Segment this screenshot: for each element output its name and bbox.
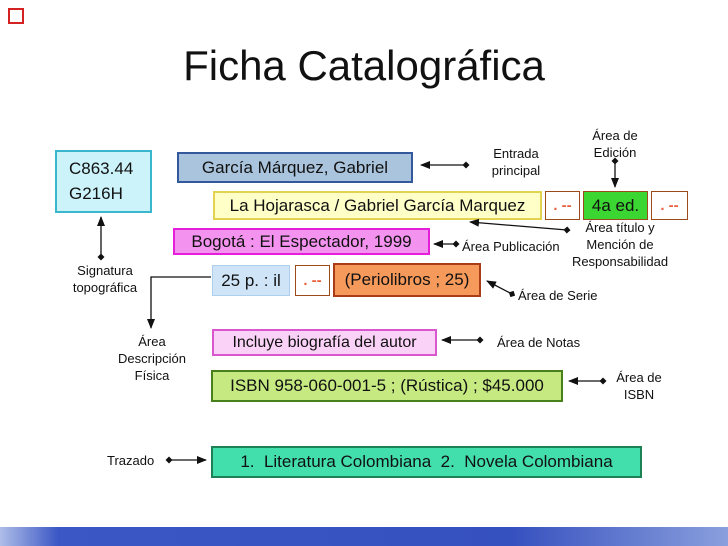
call-number-line1: C863.44 (69, 158, 134, 178)
label-area-serie: Área de Serie (518, 288, 598, 303)
tracing-box: 1. Literatura Colombiana 2. Novela Colom… (211, 446, 642, 478)
label-area-publicacion: Área Publicación (462, 239, 560, 254)
call-number-box: C863.44 G216H (55, 150, 152, 213)
tracing-text: 1. Literatura Colombiana 2. Novela Colom… (240, 452, 613, 471)
label-trazado: Trazado (107, 453, 155, 468)
arrow-area-serie (486, 280, 516, 298)
notes-text: Incluye biografía del autor (232, 333, 417, 351)
label-signatura: Signatura topográfica (72, 263, 138, 295)
series-text: (Periolibros ; 25) (344, 270, 470, 289)
main-entry-text: García Márquez, Gabriel (201, 157, 389, 177)
main-entry-box: García Márquez, Gabriel (177, 152, 413, 183)
slide-bottom-bar (0, 527, 728, 546)
physical-description-box: 25 p. : il (212, 265, 290, 296)
physical-description-text: 25 p. : il (221, 270, 281, 290)
publication-box: Bogotá : El Espectador, 1999 (173, 228, 430, 255)
publication-text: Bogotá : El Espectador, 1999 (191, 231, 412, 251)
separator1-box: . -- (545, 191, 580, 220)
page-title: Ficha Catalográfica (183, 42, 545, 89)
title-statement-text: La Hojarasca / Gabriel García Marquez (229, 195, 526, 215)
title-statement-box: La Hojarasca / Gabriel García Marquez (213, 191, 542, 220)
slide-corner-marker (8, 8, 24, 24)
call-number-line2: G216H (69, 184, 123, 204)
separator1-text: . -- (553, 197, 572, 214)
separator2-text: . -- (660, 197, 679, 214)
label-area-isbn: Área de ISBN (616, 370, 662, 402)
separator3-box: . -- (295, 265, 330, 296)
label-area-notas: Área de Notas (497, 335, 581, 350)
label-area-descripcion: Área Descripción Física (118, 334, 186, 383)
label-entrada-principal: Entrada principal (491, 146, 541, 178)
series-box: (Periolibros ; 25) (333, 263, 481, 297)
arrow-area-descripcion (147, 276, 211, 329)
separator3-text: . -- (303, 272, 322, 289)
isbn-box: ISBN 958-060-001-5 ; (Rústica) ; $45.000 (211, 370, 563, 402)
separator2-box: . -- (651, 191, 688, 220)
label-area-titulo: Área título y Mención de Responsabilidad (571, 220, 669, 269)
edition-box: 4a ed. (583, 191, 648, 220)
isbn-text: ISBN 958-060-001-5 ; (Rústica) ; $45.000 (230, 376, 544, 395)
notes-box: Incluye biografía del autor (212, 329, 437, 356)
edition-text: 4a ed. (591, 195, 640, 215)
label-area-edicion: Área de Edición (592, 128, 638, 160)
